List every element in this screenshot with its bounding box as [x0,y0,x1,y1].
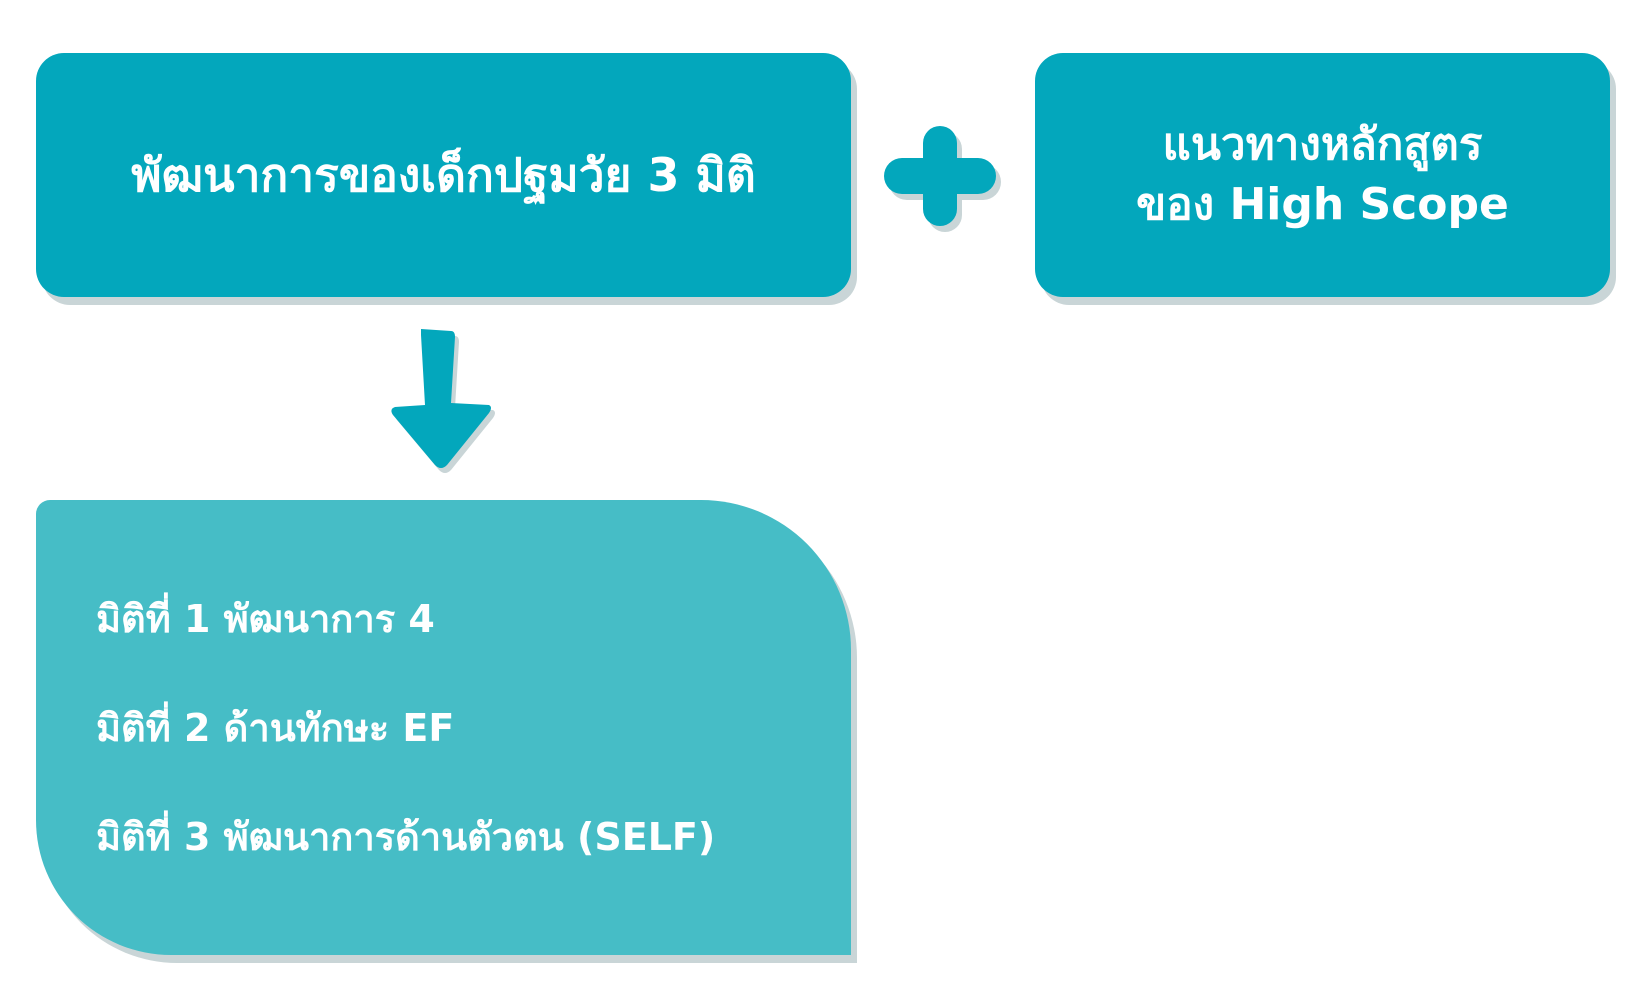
dimension-item-1: มิติที่ 1 พัฒนาการ 4 [96,597,435,641]
curriculum-line-2: ของ High Scope [1136,179,1509,230]
curriculum-line-1: แนวทางหลักสูตร [1162,119,1483,170]
development-3-dimensions-box: พัฒนาการของเด็กปฐมวัย 3 มิติ [36,53,851,297]
high-scope-curriculum-box: แนวทางหลักสูตร ของ High Scope [1035,53,1610,297]
dimension-item-2: มิติที่ 2 ด้านทักษะ EF [96,706,455,750]
arrow-down-icon [391,329,495,473]
plus-icon [884,126,1001,232]
main-title: พัฒนาการของเด็กปฐมวัย 3 มิติ [131,147,756,202]
dimension-item-3: มิติที่ 3 พัฒนาการด้านตัวตน (SELF) [96,815,716,859]
dimensions-list-box: มิติที่ 1 พัฒนาการ 4 มิติที่ 2 ด้านทักษะ… [36,500,851,955]
